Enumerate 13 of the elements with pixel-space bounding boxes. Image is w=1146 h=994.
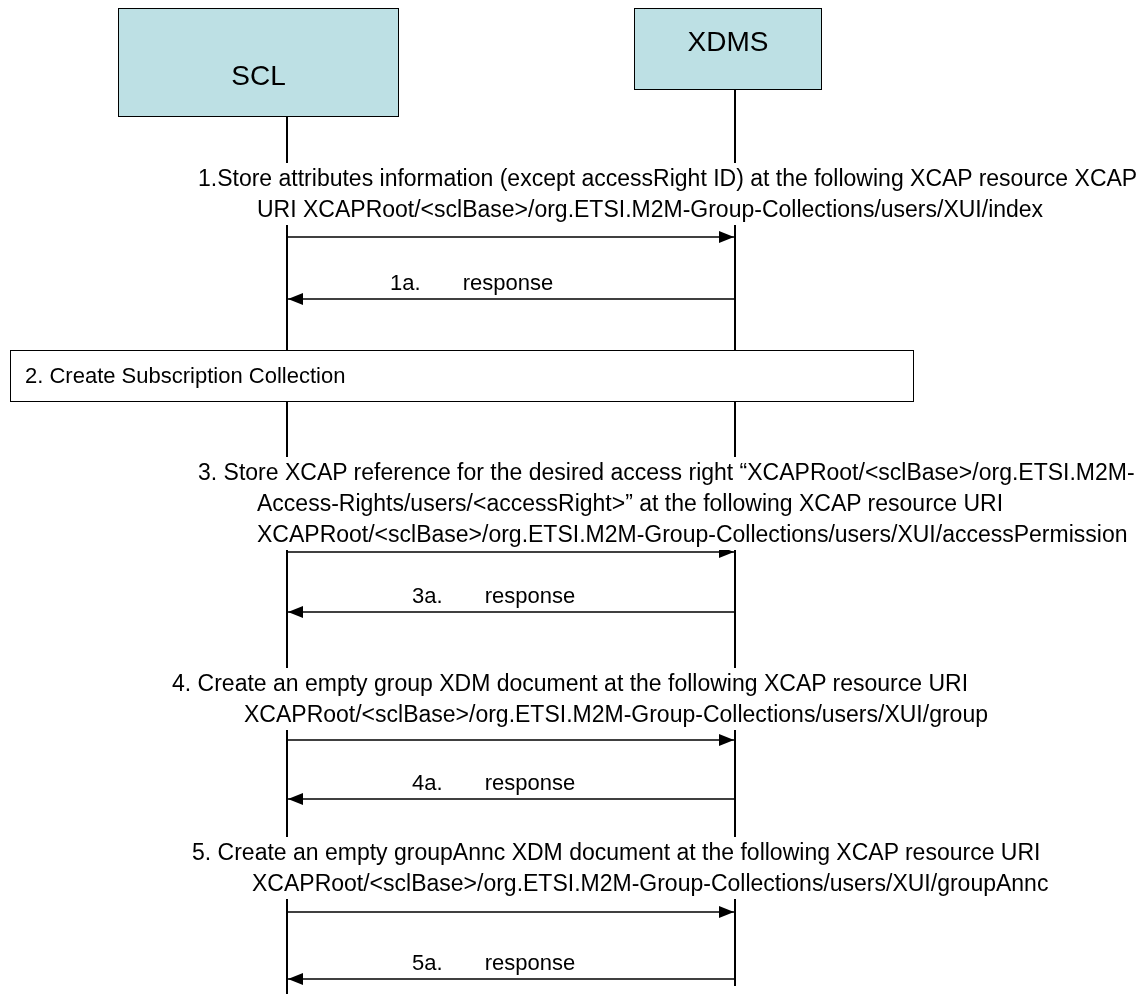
participant-box <box>118 8 399 117</box>
message-arrow <box>287 293 735 305</box>
participant-box <box>634 8 822 90</box>
step-text: 2. Create Subscription Collection <box>25 363 346 389</box>
message-arrow <box>287 906 735 918</box>
message-arrow <box>287 973 735 985</box>
message-arrow <box>287 231 735 243</box>
participant-name: SCL <box>231 59 286 92</box>
message-arrow <box>287 793 735 805</box>
message-arrow <box>287 606 735 618</box>
participant-name: XDMS <box>687 26 769 58</box>
process-box <box>10 350 914 402</box>
message-arrow <box>287 734 735 746</box>
